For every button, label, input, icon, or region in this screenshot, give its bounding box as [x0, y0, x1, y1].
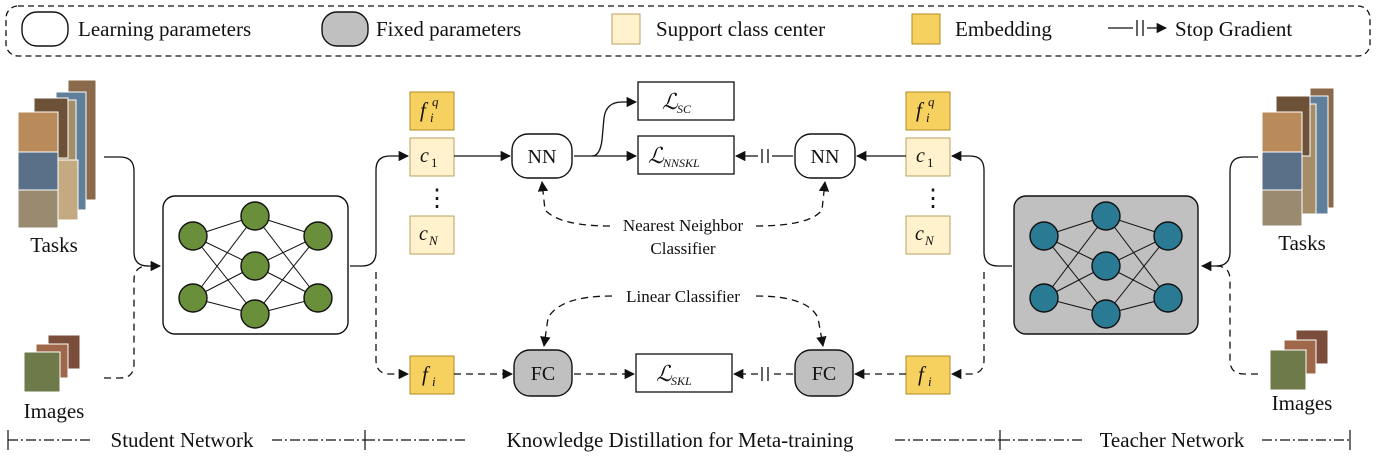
legend-embedding-label: Embedding	[955, 17, 1052, 41]
svg-text:c: c	[916, 145, 925, 167]
nearest-neighbor-label: Nearest Neighbor	[623, 216, 744, 235]
svg-text:i: i	[928, 374, 932, 389]
student-network	[162, 195, 349, 335]
input-connectors	[104, 156, 1258, 379]
linear-classifier-label: Linear Classifier	[626, 287, 740, 306]
teacher-fq-embedding: f i q	[905, 91, 951, 131]
loss-skl-box: ℒ SKL	[635, 353, 733, 393]
teacher-nn-node: NN	[794, 133, 856, 179]
section-kd-label: Knowledge Distillation for Meta-training	[506, 428, 854, 452]
section-teacher-label: Teacher Network	[1100, 428, 1245, 452]
section-student-label: Student Network	[111, 428, 254, 452]
svg-text:FC: FC	[531, 363, 555, 385]
svg-text:NN: NN	[811, 146, 840, 168]
learning-swatch	[21, 11, 69, 47]
student-output-connectors	[350, 150, 410, 380]
student-cn-center: c N	[409, 215, 455, 255]
images-right-label: Images	[1272, 391, 1333, 415]
svg-text:SKL: SKL	[671, 374, 692, 388]
teacher-fc-node: FC	[794, 349, 854, 397]
svg-text:i: i	[926, 110, 930, 125]
legend-learning-label: Learning parameters	[78, 17, 251, 41]
svg-text:ℒ: ℒ	[648, 143, 665, 168]
tasks-images-right	[1261, 87, 1335, 227]
legend: Learning parameters Fixed parameters Sup…	[5, 5, 1371, 57]
student-fq-embedding: f i q	[409, 91, 455, 131]
center-flow-arrows	[454, 96, 906, 163]
svg-text:f: f	[422, 362, 431, 386]
loss-nnskl-box: ℒ NNSKL	[637, 135, 735, 175]
svg-text:q: q	[928, 94, 935, 109]
svg-text:NN: NN	[528, 146, 557, 168]
svg-text:i: i	[432, 374, 436, 389]
fixed-swatch	[321, 11, 369, 47]
teacher-fi-embedding: f i	[905, 355, 951, 395]
svg-text:q: q	[432, 94, 439, 109]
teacher-network	[1013, 195, 1199, 335]
svg-text:FC: FC	[812, 363, 836, 385]
section-ruler	[7, 430, 1351, 450]
svg-text:f: f	[916, 98, 925, 122]
student-fi-embedding: f i	[409, 355, 455, 395]
student-c1-center: c 1	[409, 137, 455, 177]
tasks-images-left	[17, 79, 97, 229]
images-stack-right	[1269, 329, 1329, 391]
svg-text:f: f	[420, 98, 429, 122]
support-swatch	[611, 13, 641, 45]
svg-text:i: i	[430, 110, 434, 125]
skl-stop-gradient-bars	[761, 367, 769, 381]
legend-fixed-label: Fixed parameters	[376, 17, 521, 41]
svg-text:SC: SC	[677, 102, 692, 116]
svg-text:c: c	[419, 223, 428, 245]
teacher-c1-center: c 1	[905, 137, 951, 177]
legend-stopgrad-label: Stop Gradient	[1175, 17, 1292, 41]
student-fc-node: FC	[513, 349, 573, 397]
svg-text:ℒ: ℒ	[662, 89, 679, 114]
tasks-left-label: Tasks	[30, 233, 78, 257]
student-nn-node: NN	[511, 133, 573, 179]
images-stack-left	[23, 334, 81, 393]
svg-text:1: 1	[431, 155, 438, 170]
svg-text:N: N	[924, 233, 935, 248]
svg-text:N: N	[428, 233, 439, 248]
svg-text:ℒ: ℒ	[656, 361, 673, 386]
images-left-label: Images	[24, 399, 85, 423]
svg-text:c: c	[915, 223, 924, 245]
teacher-ellipsis: ⋮	[921, 186, 945, 212]
student-ellipsis: ⋮	[425, 186, 449, 212]
svg-text:c: c	[420, 145, 429, 167]
tasks-right-label: Tasks	[1278, 231, 1326, 255]
teacher-output-connectors	[950, 150, 1012, 380]
classifier-label: Classifier	[650, 239, 715, 258]
svg-text:NNSKL: NNSKL	[662, 156, 700, 170]
loss-sc-box: ℒ SC	[637, 81, 735, 121]
legend-support-label: Support class center	[656, 17, 825, 41]
stop-gradient-symbol	[1108, 20, 1168, 36]
svg-text:f: f	[918, 362, 927, 386]
legend-frame	[5, 5, 1371, 57]
teacher-cn-center: c N	[905, 215, 951, 255]
svg-text:1: 1	[927, 155, 934, 170]
embedding-swatch	[911, 13, 941, 45]
